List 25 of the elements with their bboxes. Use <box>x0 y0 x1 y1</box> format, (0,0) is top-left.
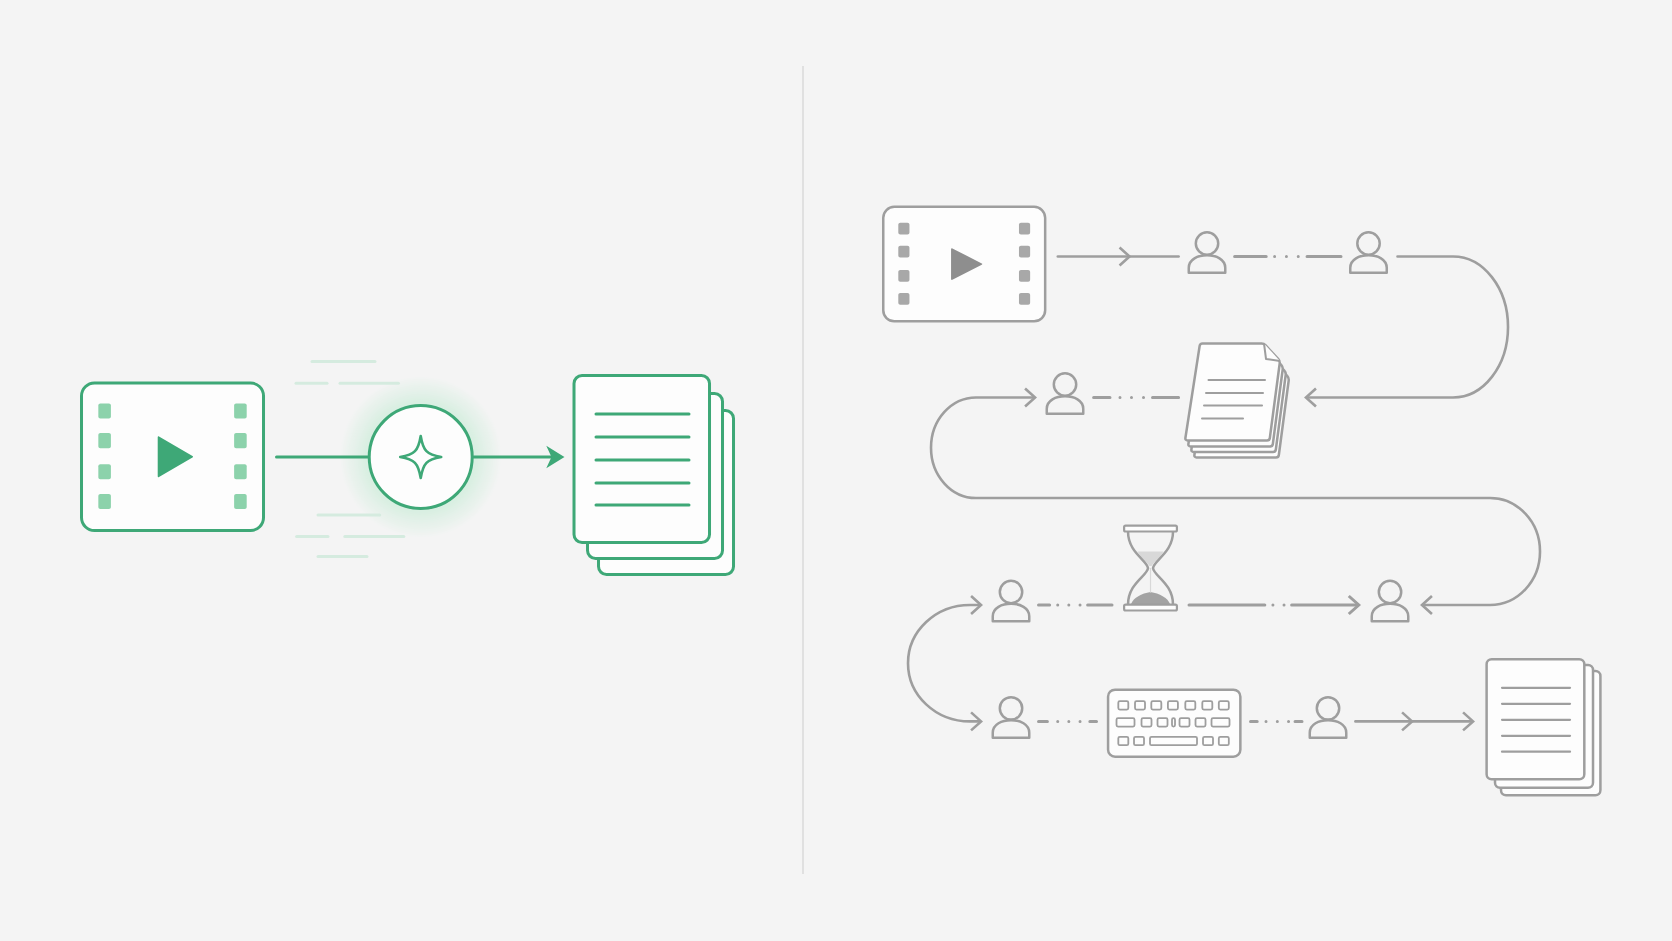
person-icon <box>1349 231 1388 274</box>
document-stack-icon <box>572 374 735 576</box>
person-icon <box>1370 579 1410 623</box>
connector-line <box>1249 719 1304 723</box>
document-stack-icon <box>1184 342 1290 459</box>
person-icon <box>991 695 1031 739</box>
connector-line <box>275 455 370 459</box>
arrow <box>1354 711 1475 732</box>
keyboard-icon <box>1106 688 1242 758</box>
person-icon <box>991 579 1031 623</box>
video-icon <box>80 381 265 532</box>
arrow <box>929 387 1542 615</box>
arrow <box>1187 594 1361 616</box>
person-icon <box>1045 372 1085 415</box>
arrow <box>1304 255 1510 408</box>
arrow <box>906 595 983 732</box>
person-icon <box>1308 695 1348 739</box>
person-icon <box>1187 231 1227 274</box>
connector-line <box>1092 396 1181 399</box>
connector-line <box>1037 603 1114 607</box>
video-icon <box>882 205 1047 323</box>
hourglass-icon <box>1123 524 1178 612</box>
connector-line <box>1037 719 1098 723</box>
document-stack-icon <box>1485 657 1602 797</box>
connector-line <box>1233 255 1343 258</box>
